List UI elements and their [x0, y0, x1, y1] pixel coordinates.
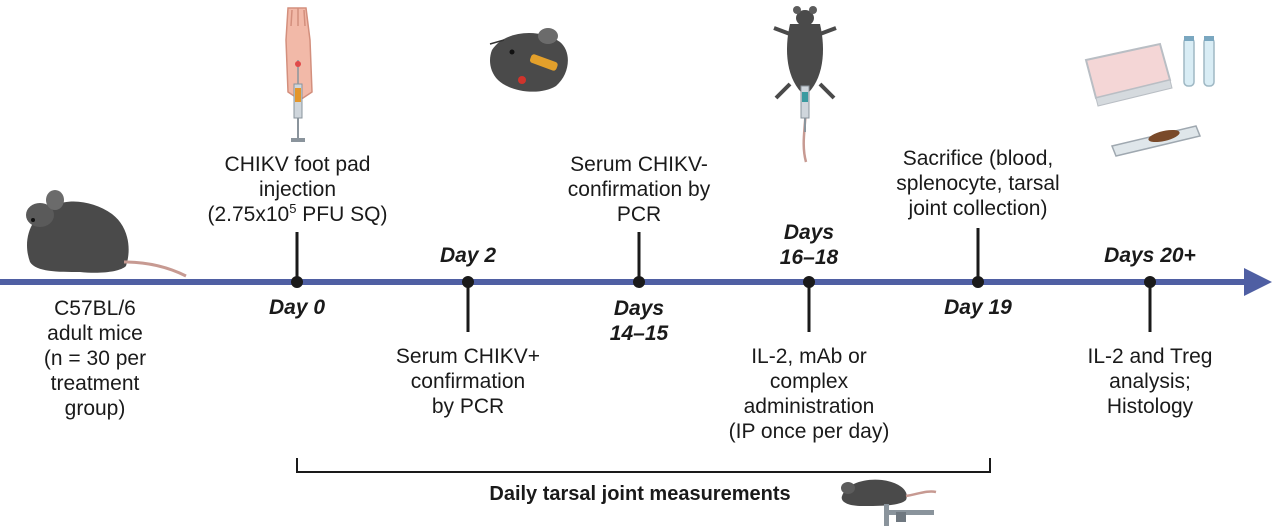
measurement-bracket: [296, 458, 991, 473]
event-day-2-label: Day 2: [439, 244, 497, 267]
event-day-19-label: Day 19: [944, 296, 1012, 319]
foot-injection-icon: [285, 7, 313, 142]
event-days-20-plus-description: IL-2 and Treg analysis; Histology: [1087, 345, 1213, 418]
start-label: C57BL/6 adult mice (n = 30 per treatment…: [43, 297, 147, 420]
event-day-0-description: CHIKV foot pad injection (2.75x105 PFU S…: [207, 153, 388, 226]
timeline-arrowhead: [1244, 268, 1272, 296]
bracket-label: Daily tarsal joint measurements: [489, 483, 791, 505]
tick-day-19: [972, 228, 984, 288]
tick-days-14-15: [633, 232, 645, 288]
event-days-14-15-description: Serum CHIKV- confirmation by PCR: [567, 153, 711, 226]
tick-day-2: [462, 276, 474, 332]
event-days-16-18-description: IL-2, mAb or complex administration (IP …: [728, 345, 890, 443]
ip-injection-mouse-icon: [773, 6, 837, 163]
lab-equipment-icon: [1084, 36, 1215, 157]
tick-days-20-plus: [1144, 276, 1156, 332]
caliper-mouse-icon: [841, 479, 937, 526]
mouse-icon: [26, 190, 187, 278]
event-day-0-label: Day 0: [268, 296, 326, 319]
event-days-16-18-label: Days 16–18: [779, 221, 839, 269]
tick-day-0: [291, 232, 303, 288]
event-day-19-description: Sacrifice (blood, splenocyte, tarsal joi…: [896, 147, 1060, 220]
event-days-14-15-label: Days 14–15: [609, 297, 669, 345]
event-day-2-description: Serum CHIKV+ confirmation by PCR: [395, 345, 541, 418]
event-days-20-plus-label: Days 20+: [1104, 244, 1196, 267]
blood-collection-mouse-icon: [489, 28, 568, 92]
tick-days-16-18: [803, 276, 815, 332]
